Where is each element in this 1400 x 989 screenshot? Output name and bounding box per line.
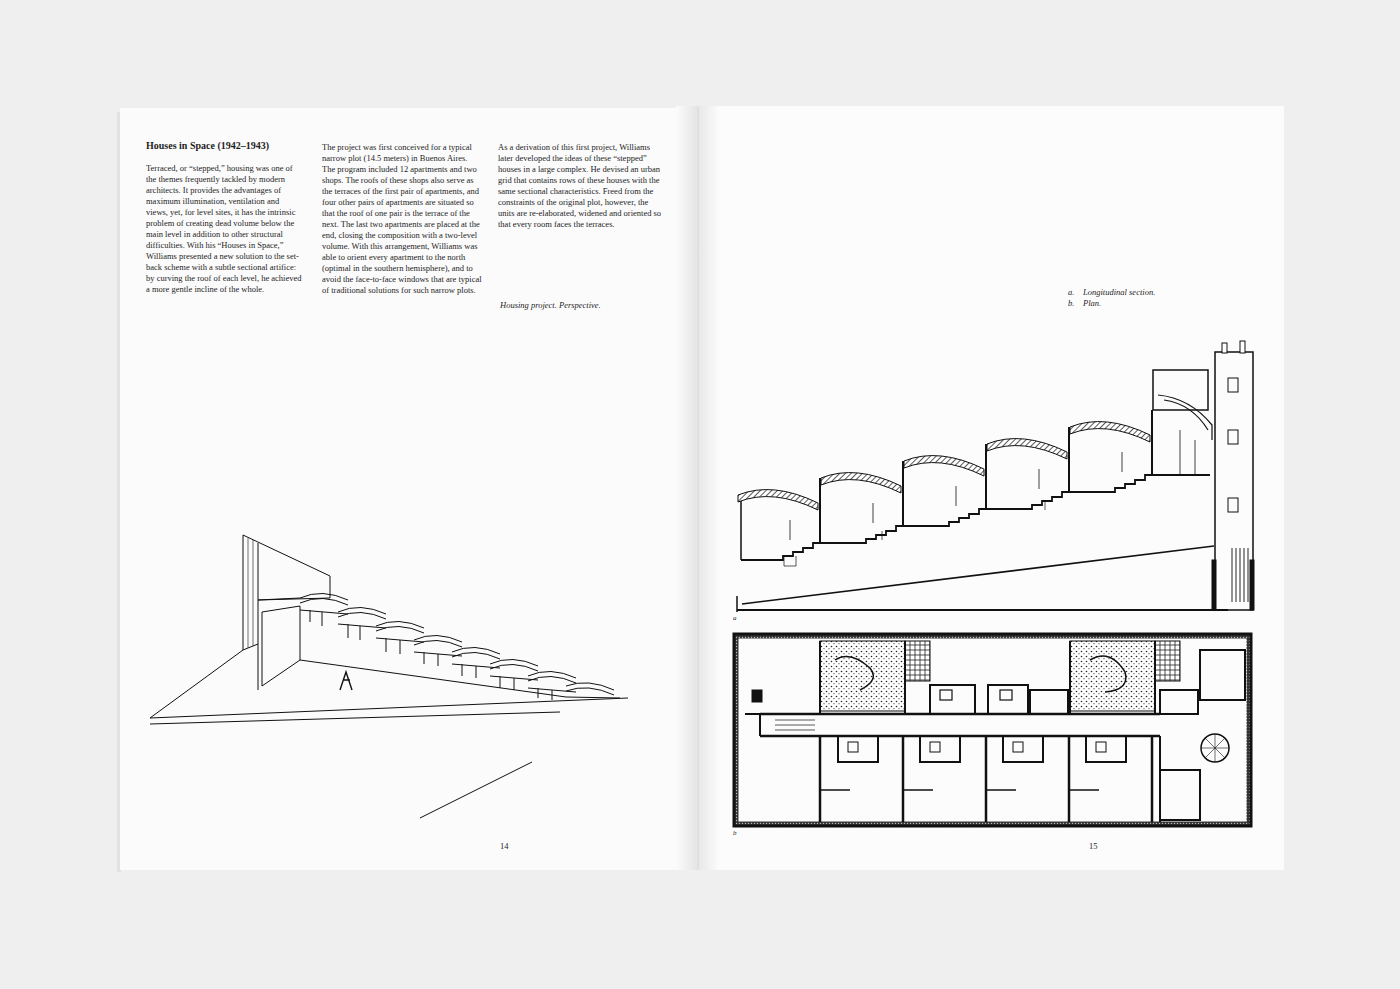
body-paragraph: As a derivation of this first project, W…: [498, 142, 662, 230]
figure-caption: Housing project. Perspective.: [500, 300, 601, 311]
figure-caption: a.: [1068, 287, 1074, 298]
perspective-drawing: [150, 535, 628, 818]
figure-caption: b.: [1068, 298, 1074, 309]
plan-drawing: [735, 635, 1250, 825]
body-paragraph: The project was first conceived for a ty…: [322, 142, 482, 296]
section-heading: Houses in Space (1942–1943): [146, 140, 269, 152]
figure-letter: b: [733, 829, 737, 837]
page-number: 14: [500, 841, 509, 851]
figure-letter: a: [733, 614, 737, 622]
section-drawing: [737, 341, 1254, 612]
page-number: 15: [1089, 841, 1098, 851]
body-paragraph: Terraced, or “stepped,” housing was one …: [146, 163, 302, 295]
figure-caption: Longitudinal section.: [1083, 287, 1155, 298]
figure-caption: Plan.: [1083, 298, 1101, 309]
